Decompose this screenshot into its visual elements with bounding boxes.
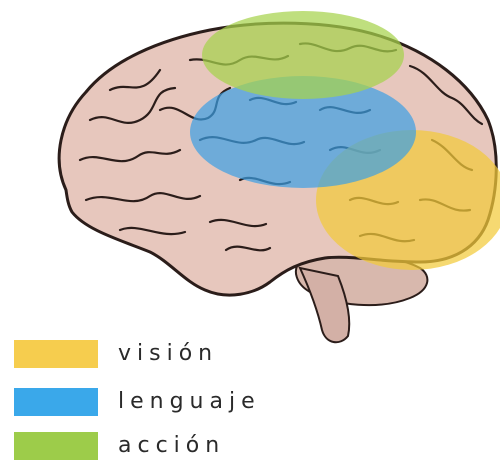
- action-region: [202, 11, 404, 99]
